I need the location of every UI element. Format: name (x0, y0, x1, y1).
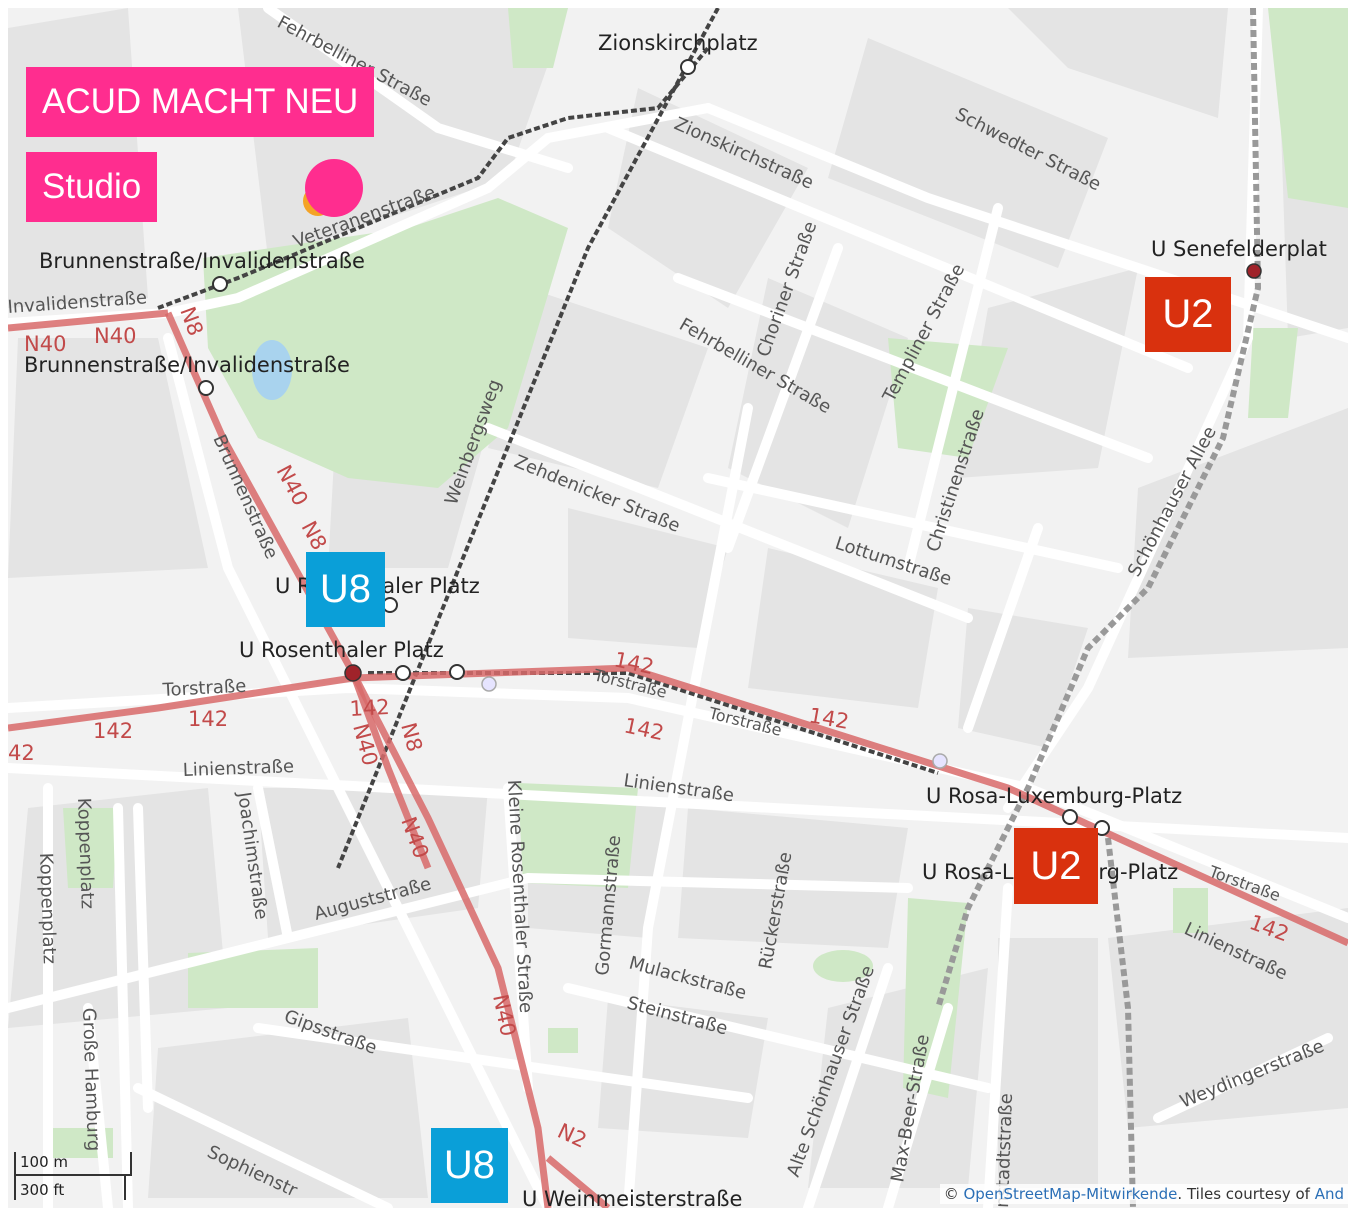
scale-bar (14, 1152, 132, 1202)
street-label: Koppenplatz (35, 852, 60, 964)
u2-line-badge[interactable]: U2 (1014, 828, 1098, 904)
route-label: 142 (93, 719, 133, 743)
stop-rosenthaler-tram-2[interactable] (449, 664, 465, 680)
scale-imperial: 300 ft (20, 1181, 65, 1199)
stop-rosenthaler-north[interactable] (382, 597, 398, 613)
attribution-prefix: © (943, 1185, 964, 1203)
location-marker[interactable] (305, 159, 363, 217)
stop-brunnen-south[interactable] (198, 380, 214, 396)
small-park (813, 950, 873, 982)
station-label: U Rosenthaler Platz (239, 638, 444, 662)
stop-senefelderplatz[interactable] (1246, 263, 1262, 279)
u8-line-badge[interactable]: U8 (431, 1128, 508, 1203)
station-label: Zionskirchplatz (598, 31, 758, 55)
station-label: U Senefelderplat (1151, 237, 1327, 261)
tiles-provider-link[interactable]: And (1314, 1185, 1344, 1203)
station-stops (198, 59, 1262, 836)
station-label: Brunnenstraße/Invalidenstraße (39, 249, 365, 273)
route-label: 42 (8, 741, 35, 765)
street-label: Linienstraße (182, 756, 294, 781)
stop-rosenthaler-platz[interactable] (344, 664, 362, 682)
map-attribution: © OpenStreetMap-Mitwirkende. Tiles court… (939, 1184, 1348, 1204)
stop-rosenthaler-tram-3[interactable] (481, 676, 497, 692)
stop-rosenthaler-tram-1[interactable] (395, 665, 411, 681)
street-label: Torstraße (161, 676, 247, 701)
osm-link[interactable]: OpenStreetMap-Mitwirkende (963, 1185, 1178, 1203)
route-label: 142 (349, 695, 390, 721)
route-label: N40 (24, 332, 66, 356)
station-label: U Weinmeisterstraße (522, 1187, 742, 1208)
pond (252, 340, 292, 400)
brand-subtitle[interactable]: Studio (26, 152, 158, 222)
stop-brunnen-north[interactable] (212, 276, 228, 292)
u8-line-badge[interactable]: U8 (306, 552, 385, 627)
street-label: Große Hamburg (78, 1007, 104, 1151)
station-label: Brunnenstraße/Invalidenstraße (24, 353, 350, 377)
street-label: Koppenplatz (73, 797, 98, 909)
map-canvas: Fehrbelliner Straße Veteranenstraße Inva… (3, 3, 1353, 1212)
station-label: U Rosa-Luxemburg-Platz (926, 784, 1182, 808)
station-labels: Zionskirchplatz Brunnenstraße/Invalidens… (24, 31, 1327, 1211)
u2-line-badge[interactable]: U2 (1145, 277, 1231, 352)
route-label: N40 (94, 324, 136, 348)
scale-metric: 100 m (20, 1153, 69, 1171)
brand-title[interactable]: ACUD MACHT NEU (26, 67, 375, 137)
stop-rosa-luxemburg-1[interactable] (1062, 809, 1078, 825)
stop-rosa-tram[interactable] (932, 753, 948, 769)
map-view[interactable]: Fehrbelliner Straße Veteranenstraße Inva… (3, 3, 1353, 1212)
stop-zionskirchplatz[interactable] (680, 59, 696, 75)
route-label: 142 (188, 707, 228, 731)
attribution-text: . Tiles courtesy of (1177, 1185, 1315, 1203)
